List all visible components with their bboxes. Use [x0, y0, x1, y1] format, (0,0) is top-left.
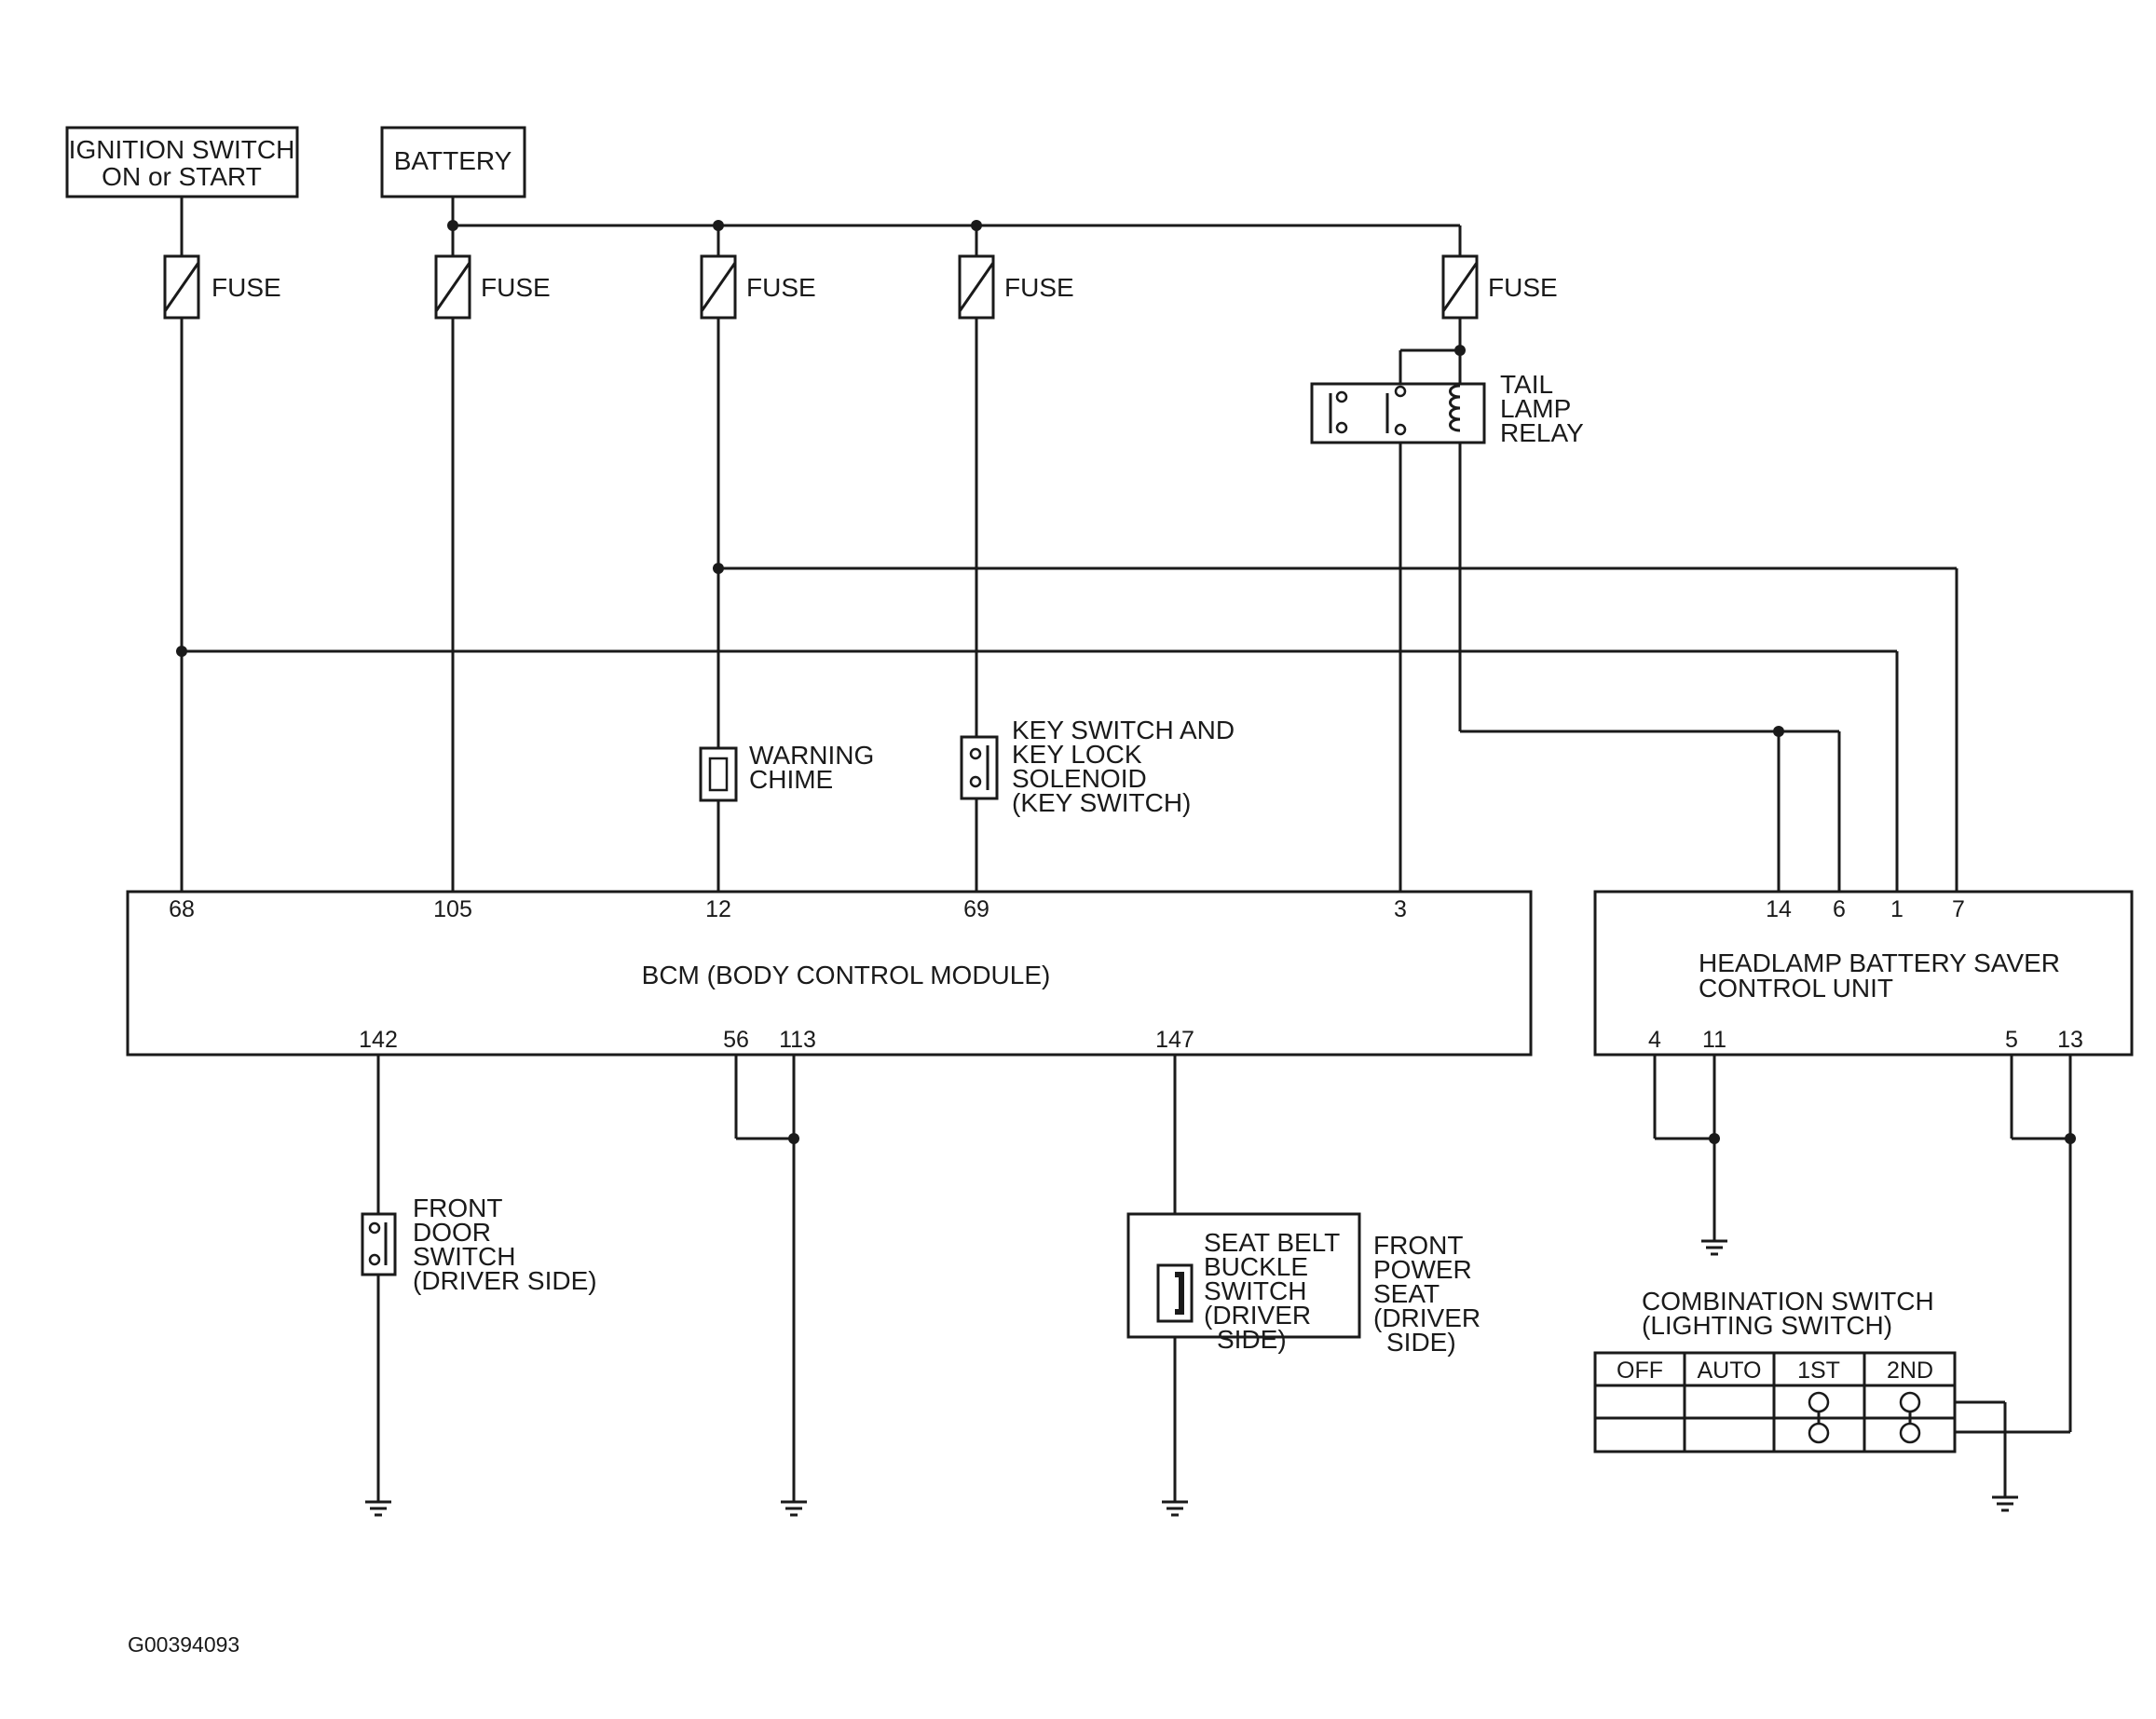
front-door-switch-line3: SWITCH [413, 1242, 515, 1271]
key-switch-line3: SOLENOID [1012, 764, 1147, 793]
key-switch: KEY SWITCH AND KEY LOCK SOLENOID (KEY SW… [960, 716, 1235, 817]
front-power-seat: SEAT BELT BUCKLE SWITCH (DRIVER SIDE) FR… [1126, 1212, 1481, 1357]
headlamp-pin-5: 5 [2005, 1027, 2018, 1053]
relay-label-line1: TAIL [1500, 370, 1553, 399]
bcm-pin-3: 3 [1394, 896, 1407, 922]
bcm-label: BCM (BODY CONTROL MODULE) [642, 961, 1051, 989]
front-power-seat-line3: SEAT [1373, 1279, 1440, 1308]
ground-icon [1162, 1500, 1188, 1517]
fuse-12: FUSE [700, 254, 816, 320]
battery-box: BATTERY [380, 126, 526, 198]
fuse-ignition: FUSE [163, 254, 281, 320]
front-power-seat-line4: (DRIVER [1373, 1303, 1481, 1332]
bcm-pin-147: 147 [1155, 1027, 1194, 1053]
fuse-label: FUSE [1488, 273, 1558, 302]
bcm-pin-142: 142 [359, 1027, 398, 1053]
fuse-69: FUSE [958, 254, 1074, 320]
seat-belt-line3: SWITCH [1204, 1276, 1306, 1305]
headlamp-pin-6: 6 [1833, 896, 1846, 922]
ground-icon [1992, 1495, 2018, 1512]
fuse-label: FUSE [1004, 273, 1074, 302]
front-door-switch-line2: DOOR [413, 1218, 491, 1247]
seat-belt-line2: BUCKLE [1204, 1252, 1308, 1281]
warning-chime-line2: CHIME [749, 765, 833, 794]
headlamp-pin-11: 11 [1702, 1027, 1726, 1053]
battery-label: BATTERY [394, 146, 512, 175]
ground-icon [781, 1500, 807, 1517]
chime-icon [708, 757, 729, 792]
headlamp-pin-1: 1 [1890, 896, 1904, 922]
fuse-label: FUSE [481, 273, 551, 302]
warning-chime-line1: WARNING [749, 741, 874, 770]
front-power-seat-line5: SIDE) [1386, 1328, 1456, 1357]
switch-contact-icon [1808, 1391, 1921, 1444]
bcm-pin-113: 113 [779, 1027, 816, 1053]
fuse-label: FUSE [746, 273, 816, 302]
combination-switch: COMBINATION SWITCH (LIGHTING SWITCH) OFF… [1593, 1287, 1957, 1453]
relay-label-line2: LAMP [1500, 394, 1571, 423]
ground-icon [365, 1500, 391, 1517]
combination-switch-title-line2: (LIGHTING SWITCH) [1642, 1311, 1892, 1340]
headlamp-pin-14: 14 [1766, 896, 1792, 922]
headlamp-label-line1: HEADLAMP BATTERY SAVER [1699, 948, 2060, 977]
headlamp-pin-13: 13 [2057, 1027, 2083, 1053]
ignition-label-line1: IGNITION SWITCH [69, 135, 295, 164]
relay-label-line3: RELAY [1500, 418, 1584, 447]
bcm-pin-69: 69 [963, 896, 989, 922]
junction-dots [176, 220, 2076, 1144]
combination-col-auto: AUTO [1698, 1357, 1762, 1384]
fuse-relay: FUSE [1441, 254, 1558, 320]
ground-icon [1701, 1239, 1727, 1256]
key-switch-line1: KEY SWITCH AND [1012, 716, 1235, 744]
figure-code: G00394093 [128, 1632, 239, 1657]
bcm-pin-56: 56 [723, 1027, 749, 1053]
combination-switch-title-line1: COMBINATION SWITCH [1642, 1287, 1934, 1316]
tail-lamp-relay: TAIL LAMP RELAY [1310, 370, 1584, 447]
bcm-pin-12: 12 [705, 896, 731, 922]
headlamp-pin-4: 4 [1648, 1027, 1661, 1053]
headlamp-control-unit: 14 6 1 7 HEADLAMP BATTERY SAVER CONTROL … [1593, 890, 2134, 1057]
front-door-switch-line4: (DRIVER SIDE) [413, 1266, 597, 1295]
combination-col-off: OFF [1617, 1357, 1663, 1384]
warning-chime: WARNING CHIME [699, 741, 874, 802]
front-door-switch: FRONT DOOR SWITCH (DRIVER SIDE) [361, 1194, 597, 1295]
front-power-seat-line2: POWER [1373, 1255, 1472, 1284]
front-power-seat-line1: FRONT [1373, 1231, 1463, 1260]
headlamp-pin-7: 7 [1952, 896, 1965, 922]
bcm-module: 68 105 12 69 3 BCM (BODY CONTROL MODULE)… [126, 890, 1533, 1057]
combination-col-1st: 1ST [1797, 1357, 1840, 1384]
seat-belt-line4: (DRIVER [1204, 1301, 1311, 1330]
key-switch-line2: KEY LOCK [1012, 740, 1142, 769]
ignition-switch-box: IGNITION SWITCH ON or START [65, 126, 299, 198]
ignition-label-line2: ON or START [102, 162, 262, 191]
combination-col-2nd: 2ND [1887, 1357, 1933, 1384]
seat-belt-line1: SEAT BELT [1204, 1228, 1340, 1257]
front-door-switch-line1: FRONT [413, 1194, 502, 1222]
wires [180, 197, 2072, 1502]
key-switch-line4: (KEY SWITCH) [1012, 788, 1191, 817]
relay-coil-icon [1449, 384, 1461, 432]
bcm-pin-105: 105 [433, 896, 472, 922]
bcm-pin-68: 68 [169, 896, 195, 922]
seat-belt-line5: SIDE) [1217, 1325, 1287, 1354]
fuse-105: FUSE [434, 254, 551, 320]
headlamp-label-line2: CONTROL UNIT [1699, 974, 1893, 1003]
fuse-label: FUSE [212, 273, 281, 302]
